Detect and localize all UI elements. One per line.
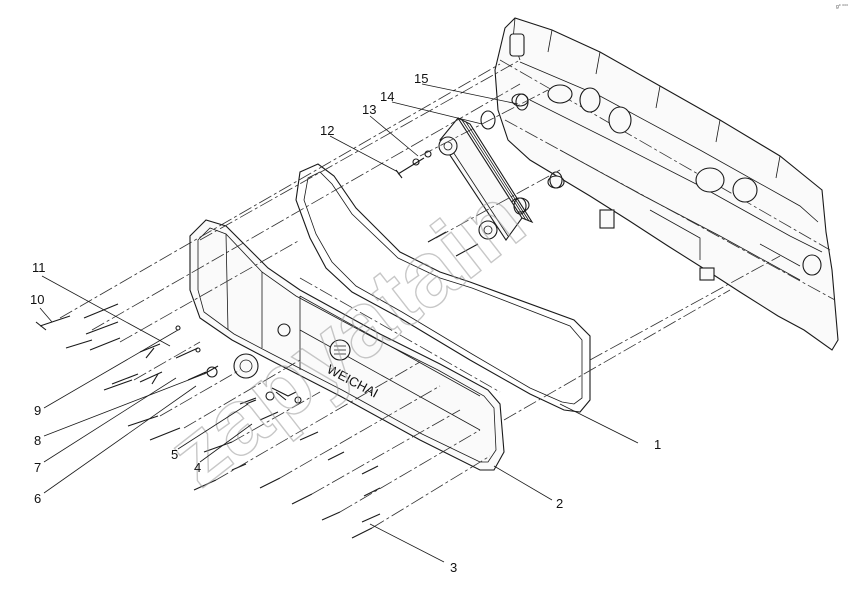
- engine-block: [494, 17, 839, 351]
- cover-bolts: [35, 303, 381, 539]
- callout-1: 1: [654, 437, 661, 452]
- callout-5: 5: [171, 447, 178, 462]
- callout-10: 10: [30, 292, 44, 307]
- leader-lines: [39, 83, 639, 563]
- callout-2: 2: [556, 496, 563, 511]
- callout-4: 4: [194, 460, 201, 475]
- oil-cooler: [438, 117, 534, 241]
- callout-6: 6: [34, 491, 41, 506]
- callout-13: 13: [362, 102, 376, 117]
- assembly-axes: [59, 59, 781, 529]
- callout-9: 9: [34, 403, 41, 418]
- callout-11: 11: [32, 260, 46, 275]
- cover-logo-emblem: [329, 339, 351, 361]
- cooler-seal-ring: [480, 93, 563, 215]
- callout-8: 8: [34, 433, 41, 448]
- callout-3: 3: [450, 560, 457, 575]
- callout-14: 14: [380, 89, 394, 104]
- callout-15: 15: [414, 71, 428, 86]
- callout-7: 7: [34, 460, 41, 475]
- callout-12: 12: [320, 123, 334, 138]
- corner-mark: g° °°°: [836, 4, 848, 10]
- gasket: [295, 163, 591, 413]
